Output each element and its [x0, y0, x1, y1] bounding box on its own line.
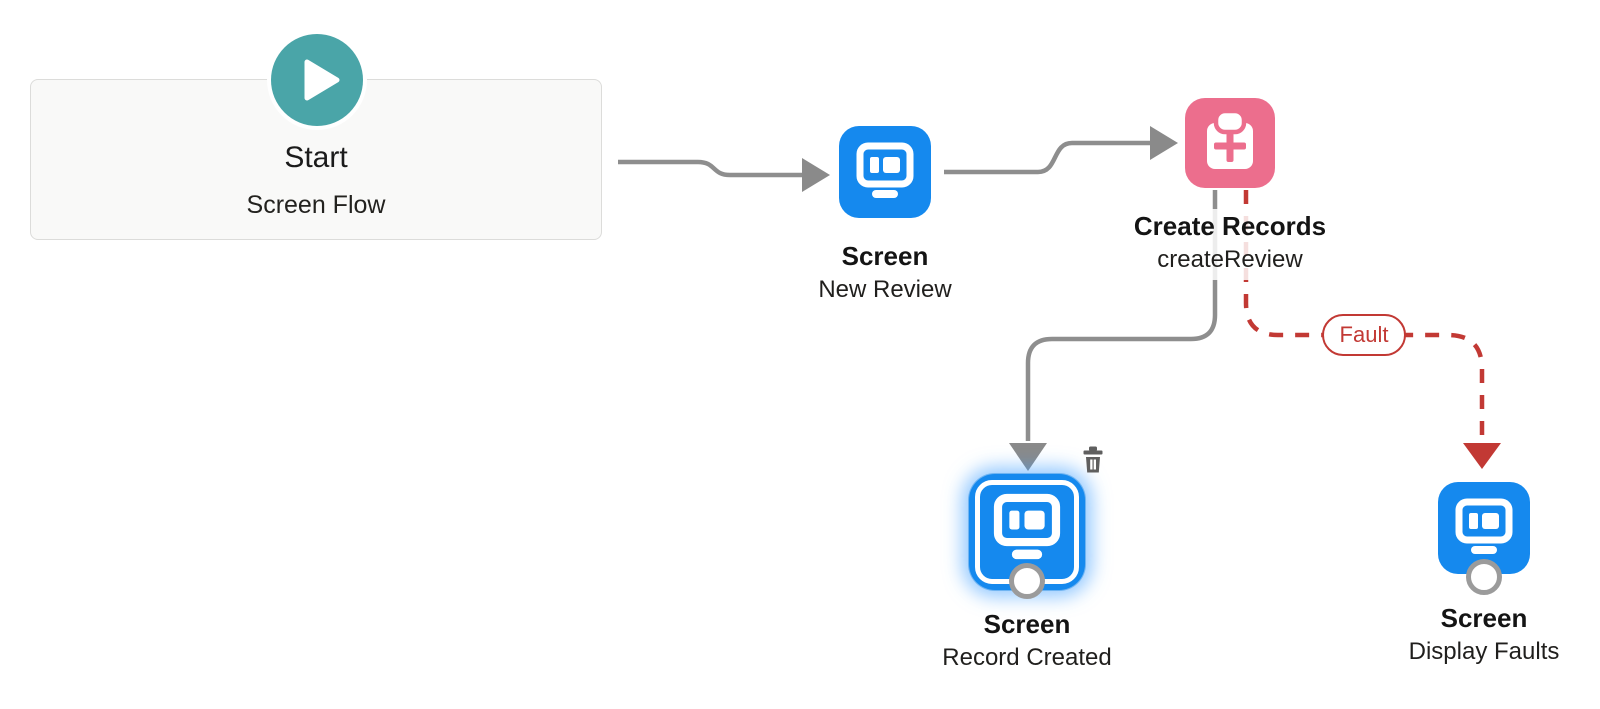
node-api-label: Record Created [942, 644, 1112, 671]
connector-port[interactable] [1009, 563, 1045, 599]
node-api-label: createReview [1157, 246, 1303, 273]
clipboard-plus-glyph [1207, 108, 1253, 169]
fault-connector[interactable] [1243, 190, 1485, 438]
node-title: Create Records [1133, 211, 1327, 241]
start-title: Start [284, 141, 348, 174]
connector-port[interactable] [1466, 559, 1502, 595]
screen-monitor-glyph [993, 493, 1061, 560]
fault-connector-label[interactable]: Fault [1322, 314, 1406, 356]
start-node[interactable]: Start Screen Flow [30, 34, 602, 240]
node-title: Screen [841, 241, 929, 271]
arrowhead-icon [1463, 443, 1501, 469]
screen-monitor-glyph [1455, 498, 1513, 554]
arrowhead-icon [1009, 443, 1047, 471]
play-icon[interactable] [271, 34, 363, 126]
connector-create-records-to-record-created[interactable] [1025, 190, 1218, 441]
node-create-records[interactable]: Create Records createReview [1080, 98, 1380, 280]
fault-label-text: Fault [1339, 322, 1389, 347]
arrowhead-icon [1150, 126, 1178, 160]
connector-new-review-to-create-records[interactable] [944, 140, 1151, 175]
play-icon-graphic [271, 34, 363, 126]
connector-start-to-new-review[interactable] [618, 159, 803, 178]
node-title: Screen [983, 609, 1071, 639]
delete-button[interactable] [1080, 445, 1106, 474]
screen-icon [839, 126, 931, 218]
trash-icon [1083, 446, 1103, 473]
node-api-label: New Review [818, 276, 952, 303]
node-title: Screen [1440, 603, 1528, 633]
screen-monitor-glyph [856, 142, 914, 198]
screen-icon [1438, 482, 1530, 595]
start-type-label: Screen Flow [246, 191, 386, 219]
node-screen-new-review[interactable]: Screen New Review [735, 126, 1035, 306]
node-screen-display-faults[interactable]: Screen Display Faults [1334, 482, 1600, 668]
node-api-label: Display Faults [1408, 638, 1560, 665]
node-screen-record-created[interactable]: Screen Record Created [877, 474, 1177, 674]
create-records-icon [1185, 98, 1275, 188]
arrowhead-icon [802, 158, 830, 192]
screen-icon-selected [969, 474, 1085, 599]
